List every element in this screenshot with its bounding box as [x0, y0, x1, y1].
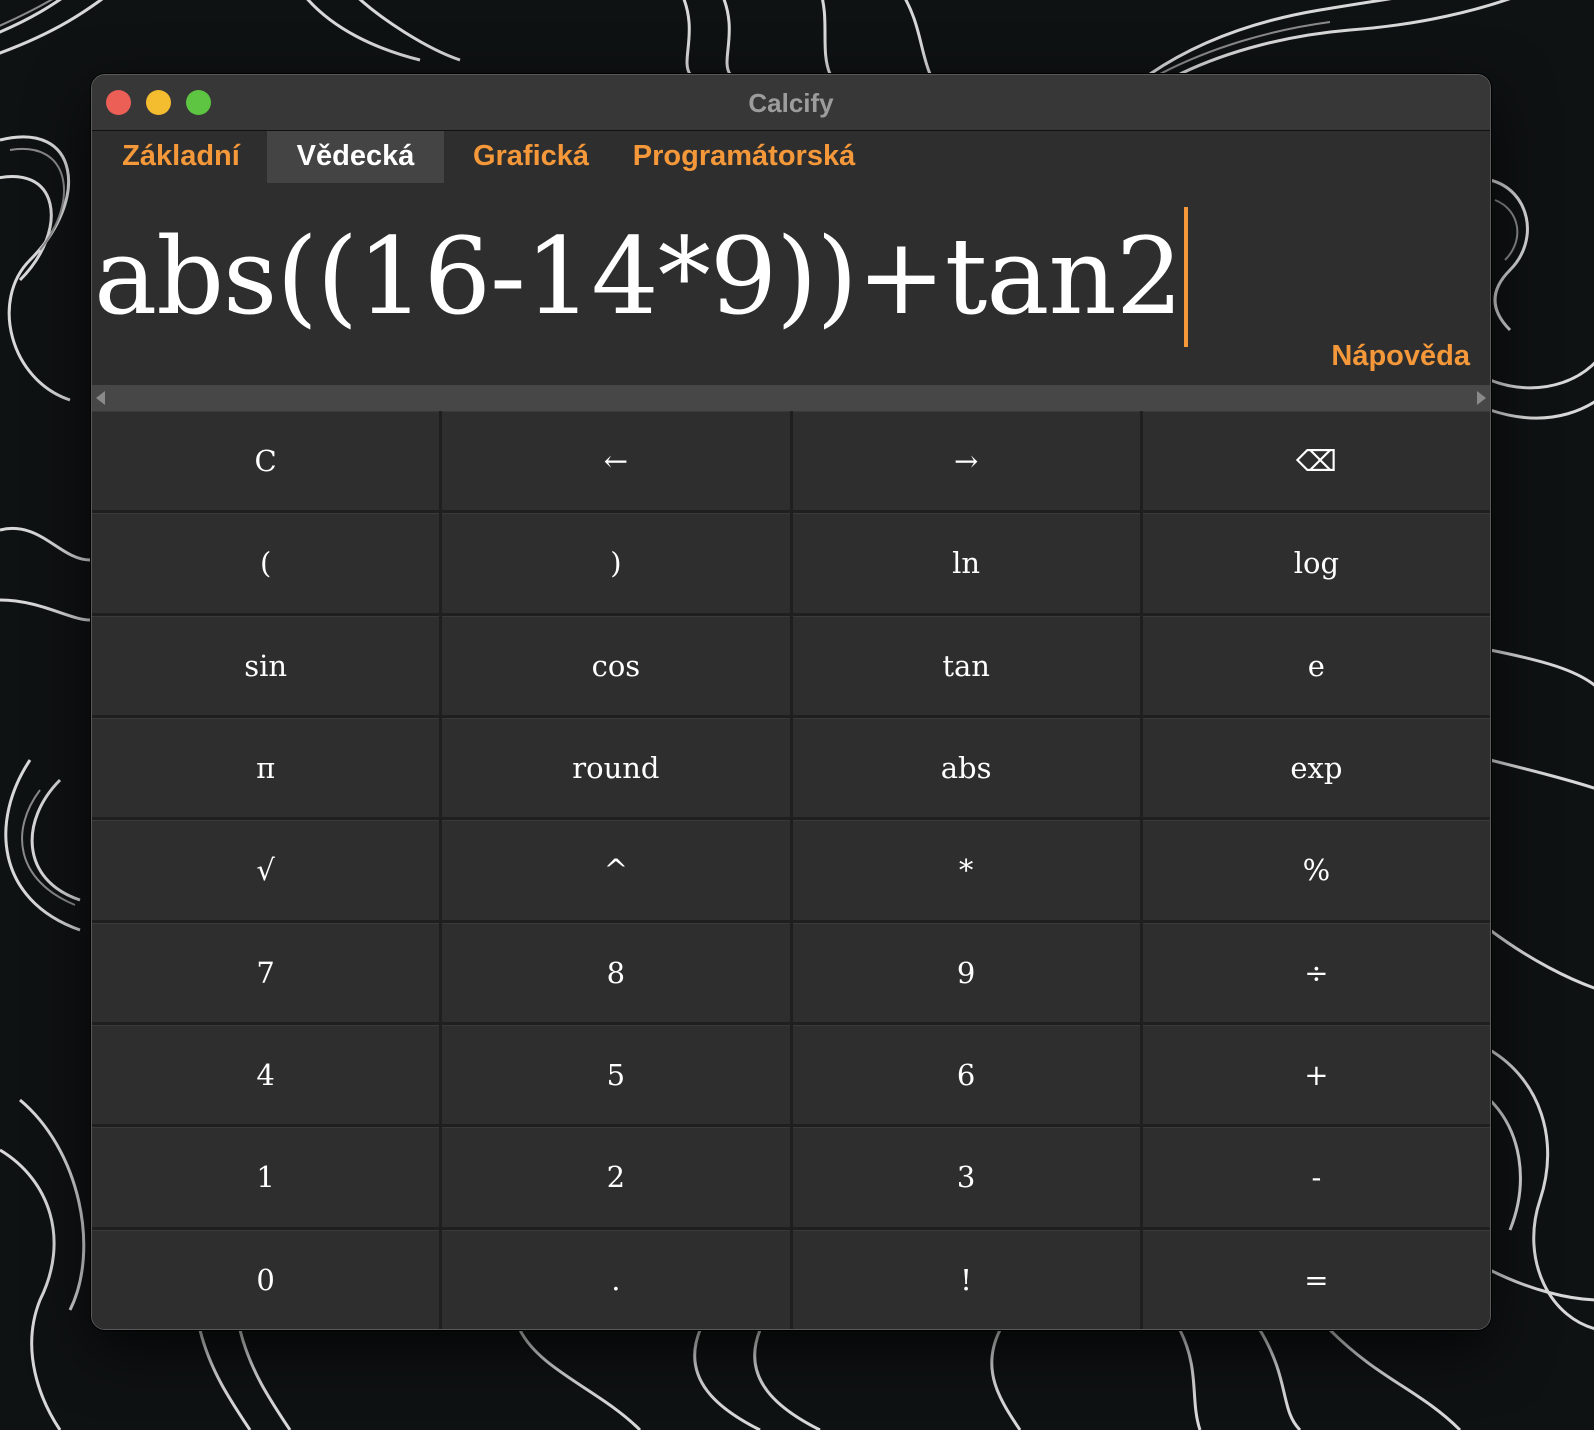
key-0[interactable]: 0 [92, 1229, 440, 1329]
calculator-window: Calcify Základní Vědecká Grafická Progra… [91, 74, 1491, 1330]
key-5[interactable]: 5 [442, 1025, 790, 1125]
keypad: C ← → ⌫ ( ) ln log sin cos tan e π round… [92, 411, 1490, 1329]
key-3[interactable]: 3 [792, 1127, 1140, 1227]
key-close-paren[interactable]: ) [442, 513, 790, 613]
close-window-button[interactable] [106, 90, 131, 115]
key-cursor-right[interactable]: → [792, 411, 1140, 511]
key-backspace[interactable]: ⌫ [1142, 411, 1490, 511]
key-round[interactable]: round [442, 718, 790, 818]
text-caret [1184, 207, 1189, 347]
key-factorial[interactable]: ! [792, 1229, 1140, 1329]
key-multiply[interactable]: * [792, 820, 1140, 920]
key-percent[interactable]: % [1142, 820, 1490, 920]
key-clear[interactable]: C [92, 411, 440, 511]
maximize-window-button[interactable] [186, 90, 211, 115]
tab-basic[interactable]: Základní [122, 140, 240, 172]
key-open-paren[interactable]: ( [92, 513, 440, 613]
key-7[interactable]: 7 [92, 922, 440, 1022]
help-link[interactable]: Nápověda [1331, 340, 1470, 372]
horizontal-scrollbar[interactable] [92, 385, 1490, 411]
mode-tabs: Základní Vědecká Grafická Programátorská [92, 131, 1490, 183]
scroll-right-arrow-icon[interactable] [1477, 391, 1486, 405]
key-pi[interactable]: π [92, 718, 440, 818]
expression-text: abs((16-14*9))+tan2 [94, 215, 1183, 338]
window-title: Calcify [748, 88, 834, 118]
key-2[interactable]: 2 [442, 1127, 790, 1227]
key-ln[interactable]: ln [792, 513, 1140, 613]
scroll-left-arrow-icon[interactable] [96, 391, 105, 405]
tab-graphing[interactable]: Grafická [472, 140, 590, 172]
display-area[interactable]: abs((16-14*9))+tan2 [92, 185, 1490, 385]
key-exp[interactable]: exp [1142, 718, 1490, 818]
title-bar[interactable]: Calcify [92, 75, 1490, 131]
key-e[interactable]: e [1142, 615, 1490, 715]
tab-programmer[interactable]: Programátorská [632, 140, 856, 172]
key-cos[interactable]: cos [442, 615, 790, 715]
key-4[interactable]: 4 [92, 1025, 440, 1125]
key-cursor-left[interactable]: ← [442, 411, 790, 511]
key-sin[interactable]: sin [92, 615, 440, 715]
key-decimal[interactable]: . [442, 1229, 790, 1329]
key-power[interactable]: ^ [442, 820, 790, 920]
key-abs[interactable]: abs [792, 718, 1140, 818]
key-9[interactable]: 9 [792, 922, 1140, 1022]
key-tan[interactable]: tan [792, 615, 1140, 715]
key-sqrt[interactable]: √ [92, 820, 440, 920]
minimize-window-button[interactable] [146, 90, 171, 115]
key-6[interactable]: 6 [792, 1025, 1140, 1125]
expression-input[interactable]: abs((16-14*9))+tan2 [94, 207, 1189, 347]
key-1[interactable]: 1 [92, 1127, 440, 1227]
key-minus[interactable]: - [1142, 1127, 1490, 1227]
key-plus[interactable]: + [1142, 1025, 1490, 1125]
key-divide[interactable]: ÷ [1142, 922, 1490, 1022]
key-log[interactable]: log [1142, 513, 1490, 613]
key-equals[interactable]: = [1142, 1229, 1490, 1329]
tab-scientific[interactable]: Vědecká [267, 131, 444, 183]
key-8[interactable]: 8 [442, 922, 790, 1022]
